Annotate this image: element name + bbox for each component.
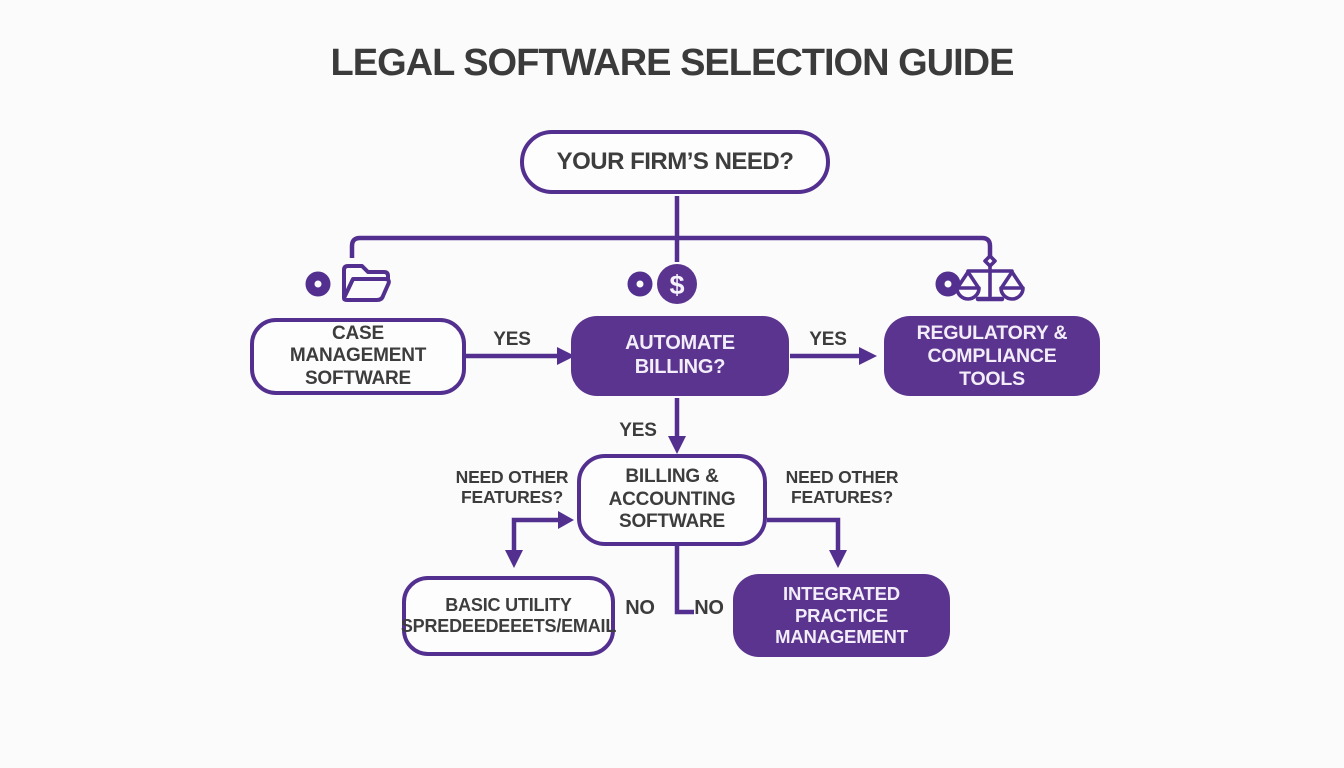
page-title: LEGAL SOFTWARE SELECTION GUIDE [330,42,1015,84]
left-elbow-line [511,517,560,552]
yes-right-arrowhead [859,347,877,365]
bullet-circle-icon [627,271,653,297]
node-regulatory-compliance-tools: REGULATORY & COMPLIANCE TOOLS [884,316,1100,396]
scales-icon [955,254,1025,302]
left-elbow-right-arrowhead [558,511,574,529]
left-elbow-down-arrowhead [505,550,523,568]
edge-label-need-other-features-left: NEED OTHER FEATURES? [455,467,569,507]
node-label: BILLING & ACCOUNTING SOFTWARE [608,466,736,533]
dollar-icon: $ [657,264,697,304]
node-automate-billing: AUTOMATE BILLING? [571,316,789,396]
bullet-circle-icon [305,271,331,297]
node-label: CASE MANAGEMENT SOFTWARE [289,322,427,389]
no-branch-line [674,546,694,615]
right-elbow-line [767,517,841,552]
bullet-circle-icon [935,271,961,297]
node-basic-utility-spreadsheets-email: BASIC UTILITY SPREDEEDEEETS/EMAIL [400,576,617,656]
svg-text:$: $ [669,270,684,300]
edge-label-no-right: NO [694,597,724,619]
yes-left-arrowhead [557,347,575,365]
node-your-firms-need: YOUR FIRM’S NEED? [520,130,830,194]
right-elbow-down-arrowhead [829,550,847,568]
edge-label-yes-right: YES [809,329,847,350]
edge-label-no-left: NO [625,597,655,619]
branch-rail-line [349,235,993,258]
edge-label-yes-down: YES [619,420,657,441]
node-integrated-practice-management: INTEGRATED PRACTICE MANAGEMENT [733,574,950,657]
edge-label-yes-left: YES [493,329,531,350]
node-billing-accounting-software: BILLING & ACCOUNTING SOFTWARE [577,454,767,546]
node-label: REGULATORY & COMPLIANCE TOOLS [916,321,1068,390]
yes-down-arrowhead [668,436,686,454]
node-label: YOUR FIRM’S NEED? [556,147,794,175]
folder-icon [342,264,391,302]
node-label: AUTOMATE BILLING? [625,332,735,378]
node-case-management-software: CASE MANAGEMENT SOFTWARE [250,318,466,395]
node-label: BASIC UTILITY SPREDEEDEEETS/EMAIL [400,594,617,636]
node-label: INTEGRATED PRACTICE MANAGEMENT [775,582,908,648]
edge-label-need-other-features-right: NEED OTHER FEATURES? [785,467,899,507]
